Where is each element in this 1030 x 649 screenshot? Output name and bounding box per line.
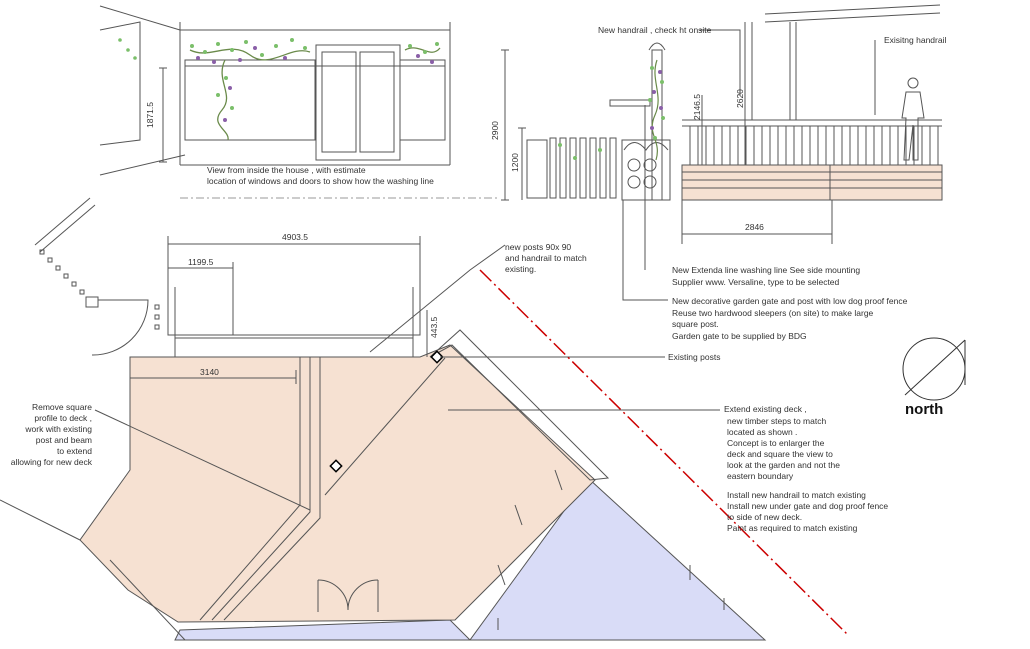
svg-text:new timber steps to match: new timber steps to match — [727, 416, 826, 426]
person-figure — [901, 77, 925, 161]
window-left — [184, 59, 316, 141]
balusters — [689, 126, 939, 165]
leader-remove-profile — [94, 409, 311, 511]
caption-line-2: location of windows and doors to show ho… — [207, 176, 434, 186]
svg-text:Install new handrail to match: Install new handrail to match existing — [727, 490, 866, 500]
svg-text:allowing for new deck: allowing for new deck — [11, 457, 93, 467]
note-new-posts: new posts 90x 90 and handrail to match e… — [505, 242, 587, 274]
leader-new-handrail — [700, 29, 741, 95]
existing-boundary-markers — [39, 249, 160, 330]
label-new-handrail: New handrail , check ht onsite — [598, 25, 712, 35]
plan-view — [0, 197, 767, 641]
fence-panel-left — [526, 139, 548, 199]
door-leaf-left — [321, 51, 357, 153]
svg-text:Paint as required to match exi: Paint as required to match existing — [727, 523, 858, 533]
pool-area — [469, 477, 767, 641]
door-swing-2 — [347, 579, 379, 611]
svg-text:post and beam: post and beam — [36, 435, 92, 445]
elevation-deck-side — [501, 4, 943, 301]
svg-text:New Extenda line washing line: New Extenda line washing line See side m… — [672, 265, 860, 275]
caption-line-1: View from inside the house , with estima… — [207, 165, 366, 175]
roof-line — [99, 5, 181, 31]
fence-pickets — [549, 137, 617, 199]
dim-label-2146: 2146.5 — [692, 94, 702, 120]
dim-label-2846: 2846 — [745, 222, 764, 232]
north-arrow — [902, 337, 966, 401]
gate-swing-plan — [90, 299, 149, 356]
dim-label-2900: 2900 — [490, 121, 500, 140]
svg-text:Extend existing deck ,: Extend existing deck , — [724, 404, 807, 414]
dim-label-2620: 2620 — [735, 89, 745, 108]
svg-text:to extend: to extend — [57, 446, 92, 456]
note-extend-deck: Extend existing deck , new timber steps … — [724, 404, 840, 481]
svg-text:look at the garden and not the: look at the garden and not the — [727, 460, 840, 470]
dim-label-3140: 3140 — [200, 367, 219, 377]
svg-text:deck and square the view to: deck and square the view to — [727, 449, 833, 459]
svg-text:new posts 90x 90: new posts 90x 90 — [505, 242, 571, 252]
side-boundary-line — [34, 197, 91, 246]
climbing-vine-left — [118, 38, 441, 141]
note-install: Install new handrail to match existing I… — [727, 490, 888, 533]
deck-elevation — [681, 164, 943, 201]
decorative-gate — [621, 139, 671, 201]
svg-text:work with existing: work with existing — [24, 424, 92, 434]
svg-text:and handrail to match: and handrail to match — [505, 253, 587, 263]
climbing-vine-post — [558, 59, 665, 161]
svg-text:Garden gate to be supplied by: Garden gate to be supplied by BDG — [672, 331, 807, 341]
dim-label-1200: 1200 — [510, 153, 520, 172]
svg-text:Concept is to enlarger the: Concept is to enlarger the — [727, 438, 825, 448]
ground-slope — [99, 154, 186, 176]
dim-label-443: 443.5 — [429, 316, 439, 338]
door-leaf-right — [359, 51, 395, 153]
deck-plan — [79, 344, 596, 623]
svg-text:Install new under gate and dog: Install new under gate and dog proof fen… — [727, 501, 888, 511]
svg-text:eastern boundary: eastern boundary — [727, 471, 794, 481]
door-frame — [315, 44, 401, 161]
svg-text:Remove square: Remove square — [32, 402, 92, 412]
side-window — [99, 21, 141, 146]
svg-text:square post.: square post. — [672, 319, 719, 329]
note-remove-profile: Remove square profile to deck , work wit… — [11, 402, 93, 467]
svg-text:Supplier www. Versaline, type: Supplier www. Versaline, type to be sele… — [672, 277, 840, 287]
note-washing-line: New Extenda line washing line See side m… — [672, 265, 860, 287]
window-right — [399, 59, 446, 141]
svg-text:profile to deck ,: profile to deck , — [34, 413, 92, 423]
dim-label-height-left: 1871.5 — [145, 102, 155, 128]
svg-text:to side of new deck.: to side of new deck. — [727, 512, 802, 522]
elevation-inside-view — [99, 5, 500, 199]
svg-text:located as shown .: located as shown . — [727, 427, 797, 437]
note-existing-posts: Existing posts — [668, 352, 720, 362]
leader-new-posts — [369, 244, 506, 353]
svg-text:Reuse two hardwood sleepers (o: Reuse two hardwood sleepers (on site) to… — [672, 308, 874, 318]
roof-edge — [764, 4, 941, 15]
svg-text:New decorative garden gate and: New decorative garden gate and post with… — [672, 296, 908, 306]
new-post-marker — [329, 459, 343, 473]
upper-plan-frame — [167, 287, 421, 336]
eastern-boundary-line — [479, 269, 849, 636]
pool-strip — [174, 619, 472, 641]
label-existing-handrail: Exisitng handrail — [884, 35, 946, 45]
dim-label-4903: 4903.5 — [282, 232, 308, 242]
existing-post-marker — [430, 350, 444, 364]
door-swing-1 — [317, 579, 349, 611]
note-gate: New decorative garden gate and post with… — [672, 296, 908, 341]
new-deck-edge — [429, 329, 610, 481]
north-label: north — [905, 401, 943, 418]
washing-line-bracket — [609, 99, 651, 107]
beam-line — [324, 357, 446, 496]
leader-gate — [622, 200, 668, 301]
svg-text:existing.: existing. — [505, 264, 536, 274]
dim-label-1199: 1199.5 — [188, 257, 214, 267]
